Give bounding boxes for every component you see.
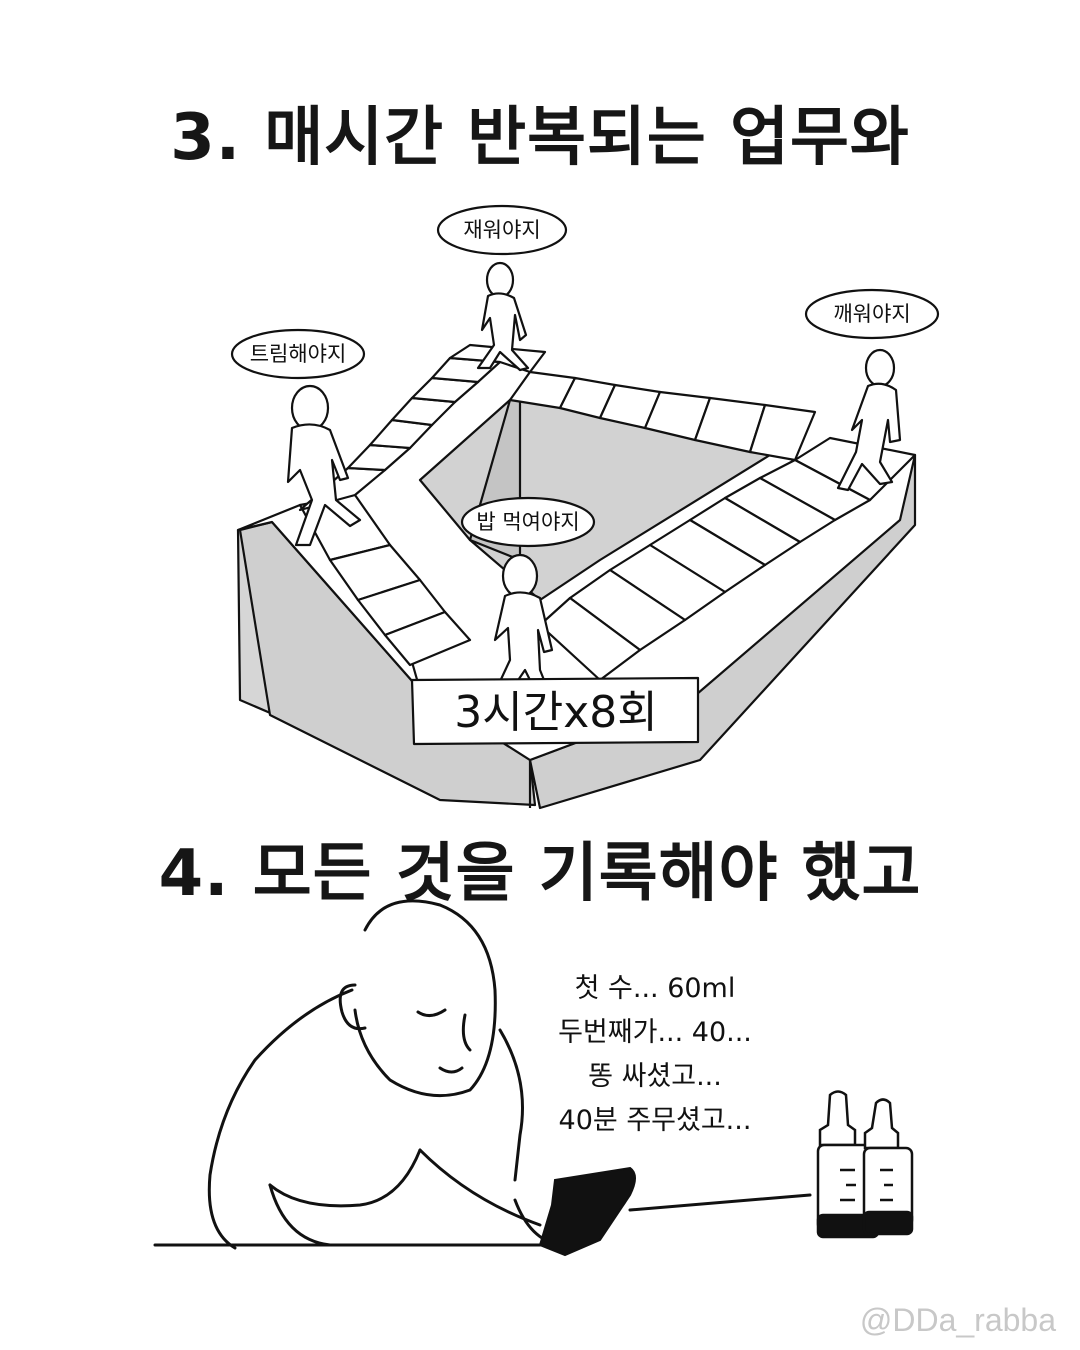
bubble-top: [436, 204, 568, 256]
bubble-center: [460, 496, 596, 548]
bubble-right: [804, 288, 940, 340]
sign-board: [410, 676, 700, 746]
watermark: @DDa_rabba: [859, 1302, 1056, 1338]
speech-line: 두번째가... 40...: [558, 1017, 752, 1048]
speech-line: 첫 수... 60ml: [574, 973, 736, 1004]
sign-text: 3시간x8회: [454, 687, 657, 738]
bubble-right-text: 깨워야지: [833, 302, 910, 326]
bubble-left-text: 트림해야지: [250, 342, 347, 366]
panel1-heading: 3. 매시간 반복되는 업무와: [170, 101, 910, 175]
speech-line: 똥 싸셨고...: [588, 1061, 722, 1092]
bubble-left: [230, 328, 366, 380]
endless-staircase-illustration: [230, 204, 940, 810]
bubble-top-text: 재워야지: [463, 218, 540, 242]
speech-line: 40분 주무셨고...: [558, 1105, 752, 1136]
bubble-center-text: 밥 먹여야지: [476, 510, 579, 534]
phone-icon: [538, 1166, 636, 1257]
walking-figure: [286, 261, 902, 694]
baby-bottles-illustration: [816, 1090, 914, 1239]
panel2-heading: 4. 모든 것을 기록해야 했고: [158, 837, 922, 911]
